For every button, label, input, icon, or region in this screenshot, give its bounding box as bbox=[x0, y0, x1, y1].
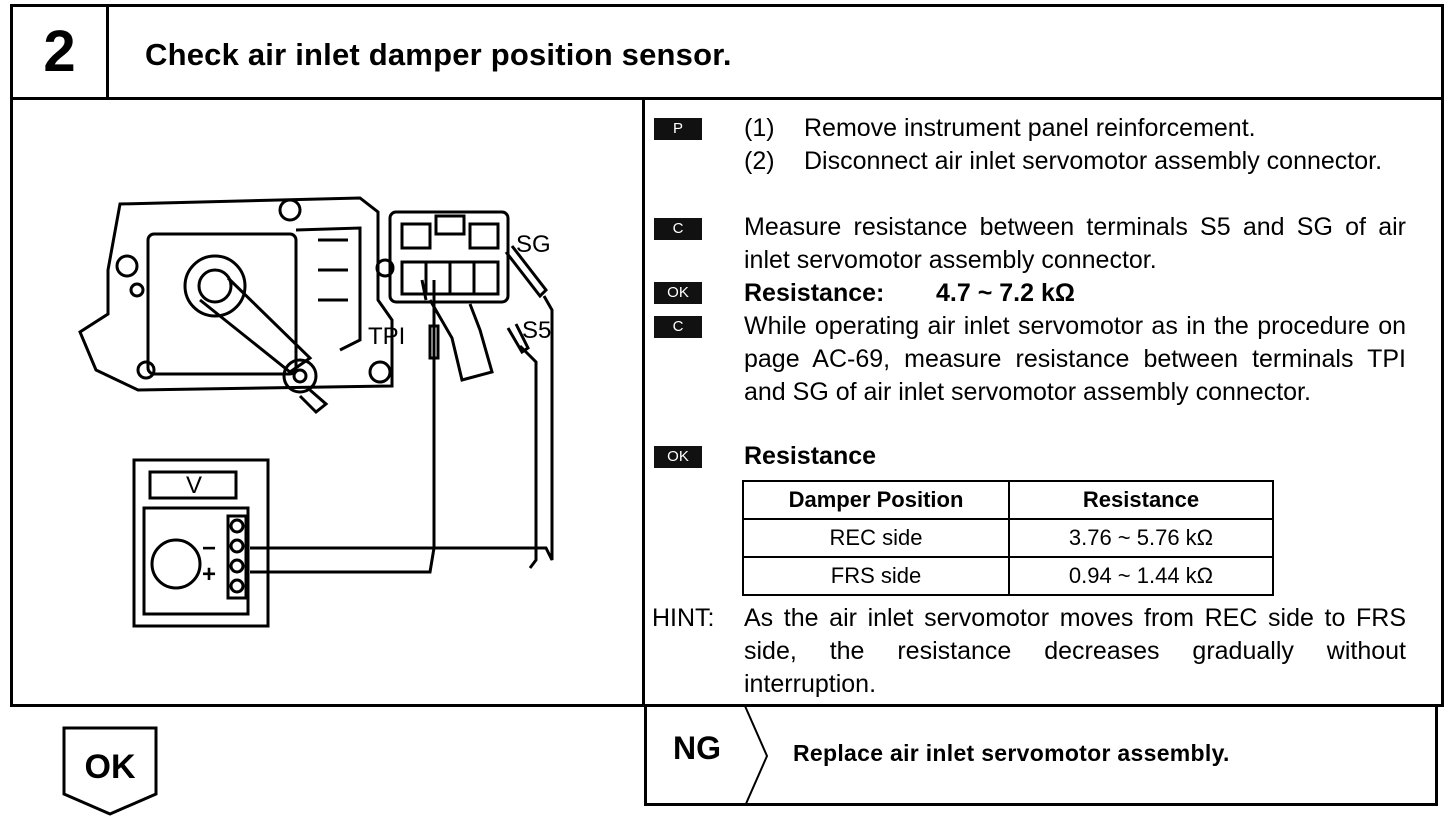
table-row: REC side 3.76 ~ 5.76 kΩ bbox=[742, 518, 1274, 558]
table-header: Resistance bbox=[1008, 480, 1274, 520]
terminal-label-sg: SG bbox=[516, 231, 551, 258]
frame-left-edge bbox=[10, 100, 13, 706]
ok-mark-icon: OK bbox=[654, 282, 702, 304]
servomotor-wiring-diagram: SG TPI S5 V − + bbox=[78, 196, 554, 628]
resistance1-label: Resistance: bbox=[744, 279, 885, 307]
measure1-text: Measure resistance between terminals S5 … bbox=[744, 213, 1406, 274]
step2-number: (2) bbox=[744, 147, 775, 175]
terminal-label-tpi: TPI bbox=[368, 323, 405, 350]
step-number: 2 bbox=[13, 7, 109, 97]
frame-center-divider bbox=[642, 100, 645, 706]
hint-text: As the air inlet servomotor moves from R… bbox=[744, 604, 1406, 698]
resistance-table: Damper Position Resistance REC side 3.76… bbox=[742, 480, 1274, 596]
frame-divider bbox=[644, 704, 1444, 707]
table-header: Damper Position bbox=[742, 480, 1010, 520]
step1-number: (1) bbox=[744, 114, 775, 142]
ng-label: NG bbox=[673, 730, 721, 766]
table-row: FRS side 0.94 ~ 1.44 kΩ bbox=[742, 556, 1274, 596]
chevron-right-icon bbox=[744, 706, 769, 806]
hint-label: HINT: bbox=[652, 604, 715, 632]
step1-text: Remove instrument panel reinforcement. bbox=[804, 114, 1256, 142]
ng-action-text: Replace air inlet servomotor assembly. bbox=[793, 740, 1230, 766]
ok-label: OK bbox=[84, 748, 136, 786]
resistance1-value: 4.7 ~ 7.2 kΩ bbox=[936, 279, 1075, 307]
step2-text: Disconnect air inlet servomotor assembly… bbox=[804, 147, 1383, 175]
meter-plus-sign: + bbox=[202, 561, 216, 588]
step-header: 2 Check air inlet damper position sensor… bbox=[10, 4, 1444, 100]
table-cell: 0.94 ~ 1.44 kΩ bbox=[1008, 556, 1274, 596]
prep-icon: P bbox=[654, 118, 702, 140]
ok-mark-icon: OK bbox=[654, 446, 702, 468]
resistance2-label: Resistance bbox=[744, 442, 877, 470]
ok-result-box: OK bbox=[62, 726, 158, 816]
check-icon: C bbox=[654, 218, 702, 240]
check-icon: C bbox=[654, 316, 702, 338]
table-cell: FRS side bbox=[742, 556, 1010, 596]
meter-minus-sign: − bbox=[202, 535, 216, 562]
ok-arrow-icon bbox=[62, 726, 158, 816]
measure2-text: While operating air inlet servomotor as … bbox=[744, 312, 1406, 406]
ng-result-box: NG Replace air inlet servomotor assembly… bbox=[644, 706, 1438, 806]
meter-label: V bbox=[186, 472, 202, 499]
table-cell: REC side bbox=[742, 518, 1010, 558]
step-title: Check air inlet damper position sensor. bbox=[145, 37, 732, 72]
frame-divider bbox=[10, 704, 644, 707]
table-header-row: Damper Position Resistance bbox=[742, 480, 1274, 520]
frame-right-edge bbox=[1441, 100, 1444, 706]
table-cell: 3.76 ~ 5.76 kΩ bbox=[1008, 518, 1274, 558]
terminal-label-s5: S5 bbox=[522, 317, 551, 344]
